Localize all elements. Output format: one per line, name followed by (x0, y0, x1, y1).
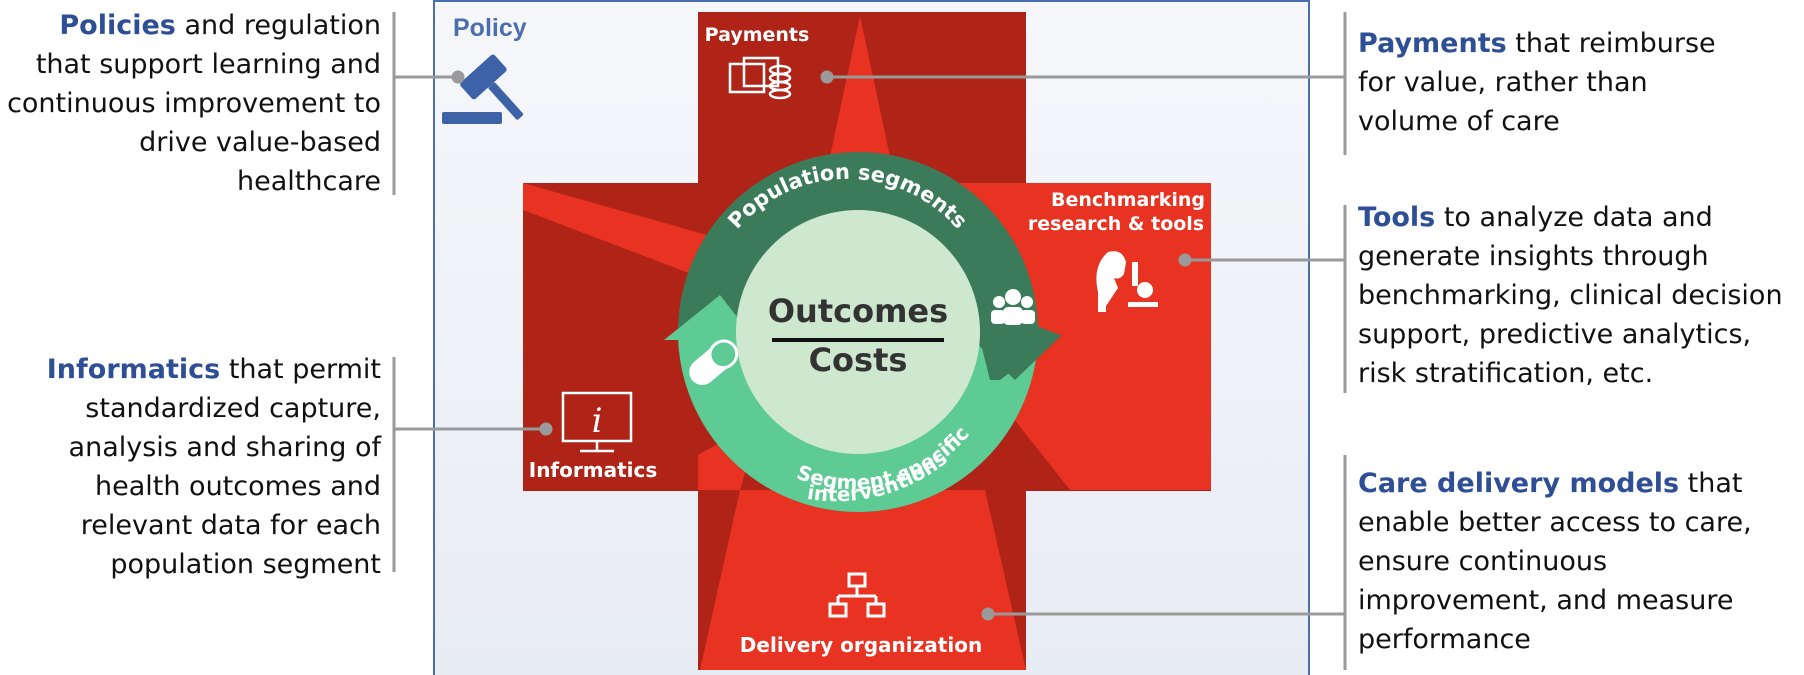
callout-care: Care delivery models that enable better … (1358, 464, 1778, 659)
svg-text:i: i (592, 401, 603, 441)
center-numerator: Outcomes (768, 292, 948, 330)
callout-care-text: that enable better access to care, ensur… (1358, 468, 1752, 655)
computer-info-icon: i (561, 391, 633, 453)
callout-tools-text: to analyze data and generate insights th… (1358, 202, 1783, 389)
callout-tools-highlight: Tools (1358, 202, 1436, 233)
money-icon (728, 56, 792, 100)
connectors (392, 12, 1347, 670)
star-ray-bottom (700, 490, 1026, 670)
callout-payments-highlight: Payments (1358, 28, 1507, 59)
callout-policies-text: and regulation that support learning and… (7, 10, 381, 197)
callout-policies: Policies and regulation that support lea… (5, 6, 381, 201)
center-circle (736, 210, 980, 454)
benchmarking-label-2: research & tools (1028, 213, 1204, 235)
callout-informatics-highlight: Informatics (46, 354, 221, 385)
callout-payments-text: that reimburse for value, rather than vo… (1358, 28, 1716, 137)
policy-frame-title: Policy (453, 14, 527, 42)
group-icon (991, 289, 1035, 325)
callout-care-highlight: Care delivery models (1358, 468, 1680, 499)
org-chart-icon (828, 572, 886, 618)
callout-payments: Payments that reimburse for value, rathe… (1358, 24, 1728, 141)
center-denominator: Costs (809, 341, 908, 379)
pill-icon (689, 339, 739, 385)
callout-policies-highlight: Policies (59, 10, 176, 41)
cycle-arrow-right-head (968, 335, 1062, 380)
delivery-label: Delivery organization (740, 633, 982, 657)
researcher-microscope-icon (1096, 251, 1158, 312)
callout-tools: Tools to analyze data and generate insig… (1358, 198, 1798, 393)
center-fraction-line (772, 338, 944, 342)
benchmarking-label-1: Benchmarking (1051, 189, 1205, 211)
payments-label: Payments (705, 24, 810, 46)
callout-informatics-text: that permit standardized capture, analys… (68, 354, 381, 580)
cycle-arrow-left-head (664, 295, 755, 340)
informatics-label: Informatics (529, 458, 658, 482)
callout-informatics: Informatics that permit standardized cap… (20, 350, 381, 584)
gavel-icon (442, 54, 524, 124)
